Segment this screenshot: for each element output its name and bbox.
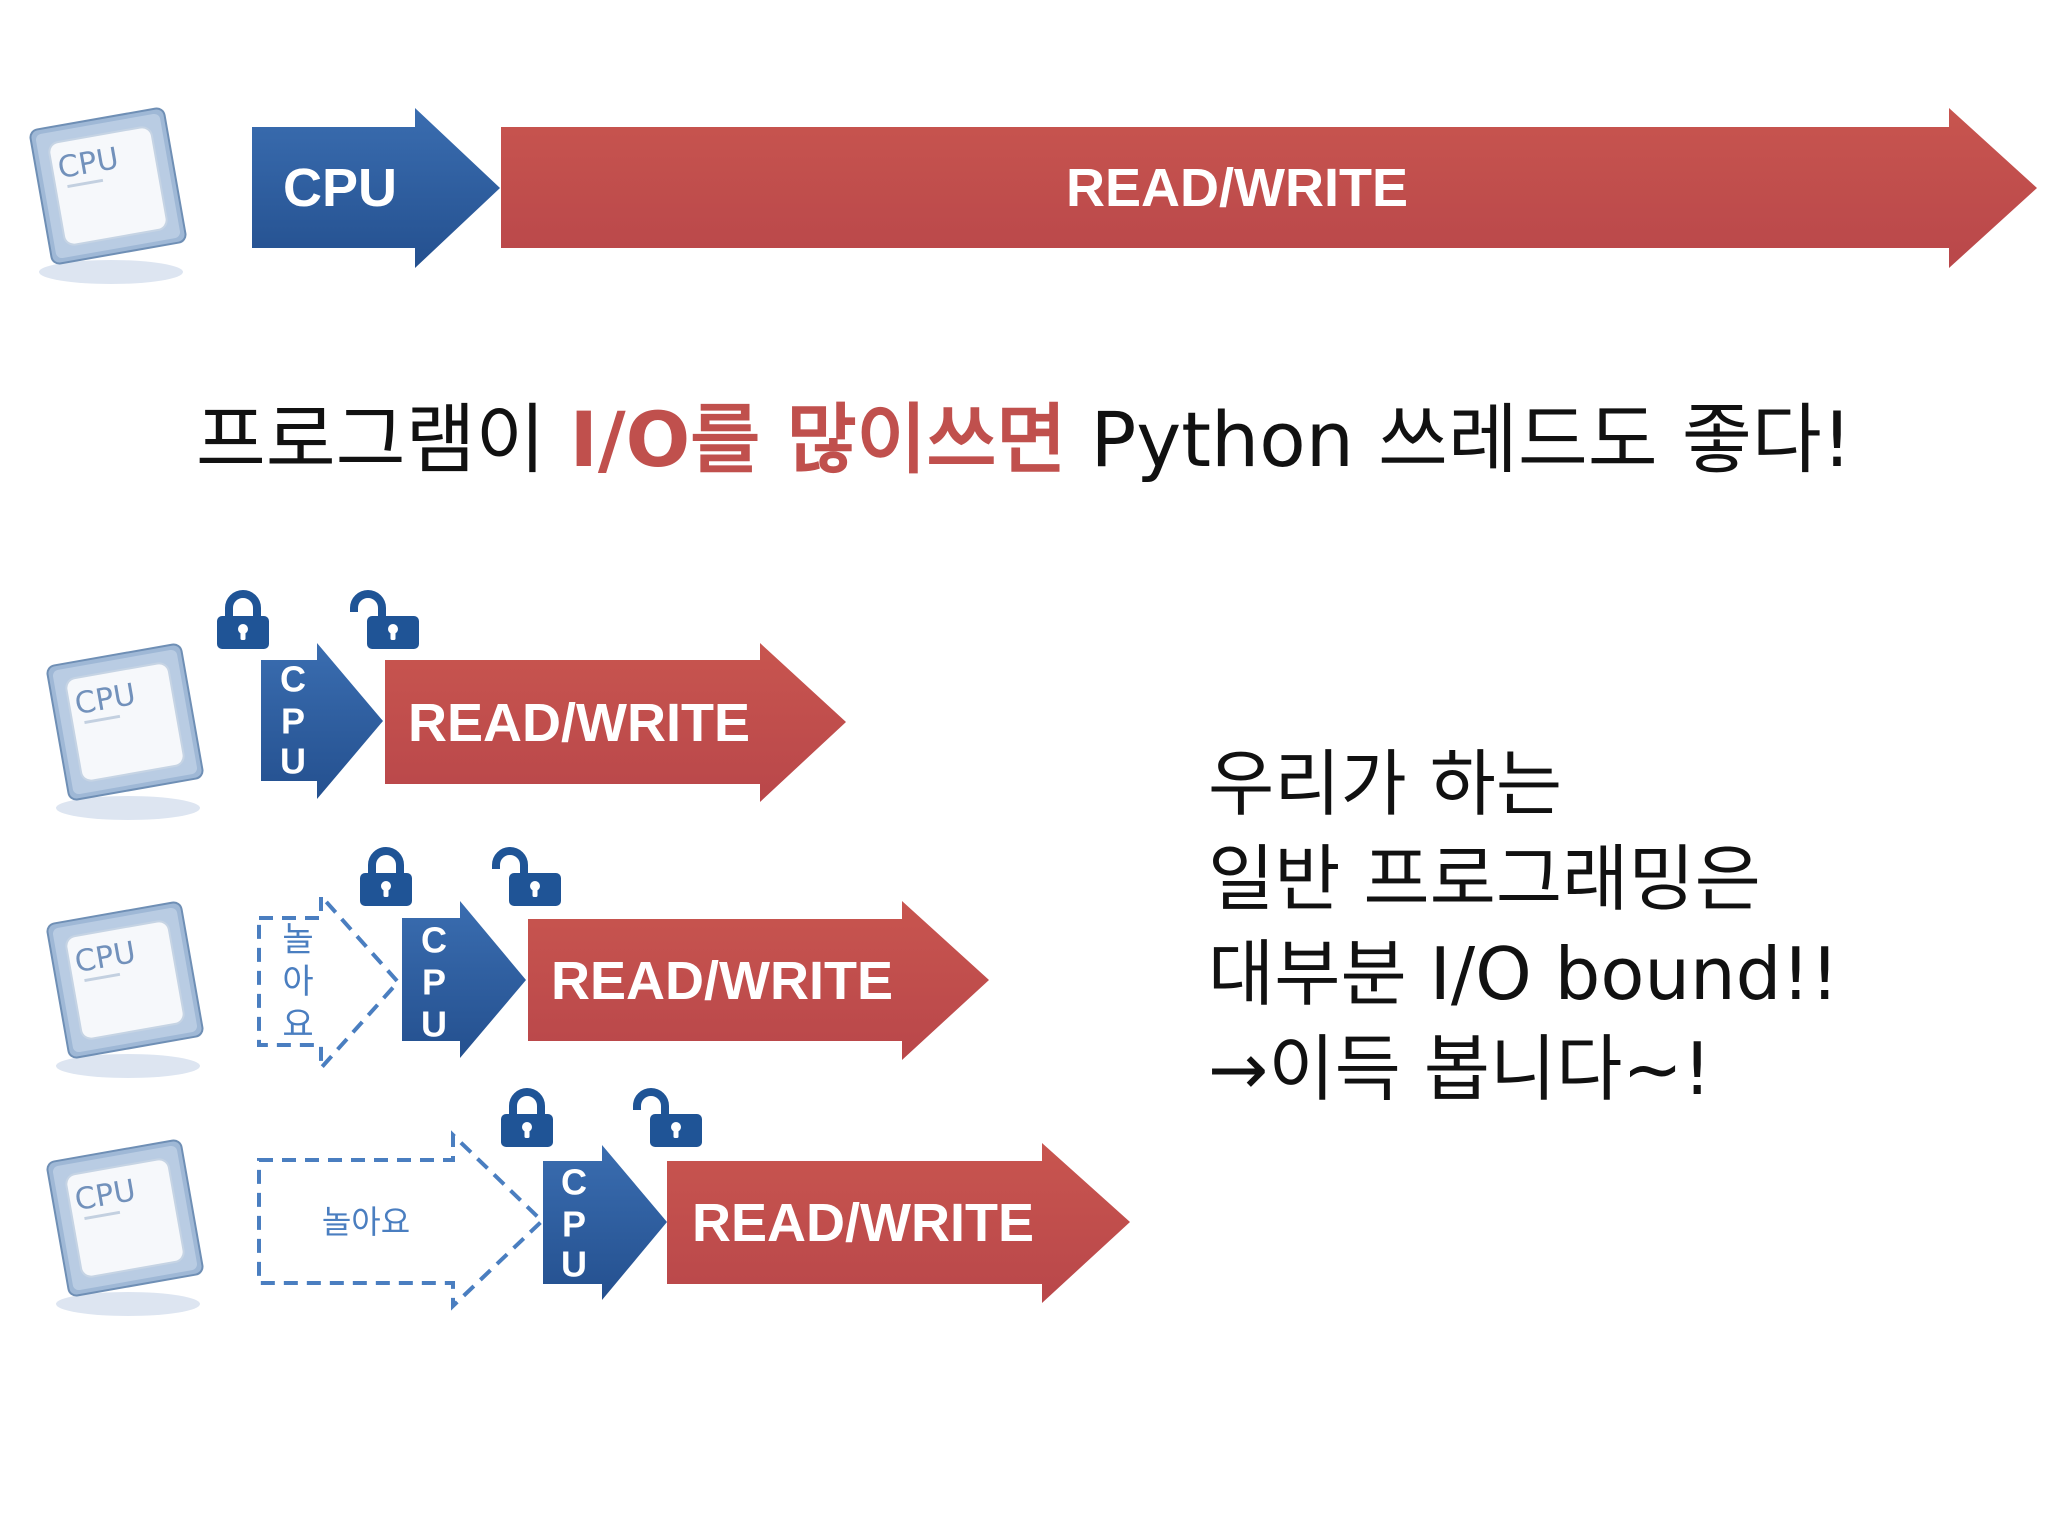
idle-letter: 놀 <box>282 920 313 960</box>
cpu-letter: P <box>422 962 446 1003</box>
cpu-arrow-label: CPU <box>283 158 397 218</box>
cpu-chip-icon: CPU <box>45 1138 205 1317</box>
cpu-letter: C <box>421 920 447 961</box>
headline-part-2: Python 쓰레드도 좋다! <box>1066 395 1853 484</box>
cpu-chip-icon: CPU <box>28 106 188 285</box>
idle-letter: 요 <box>282 1005 313 1045</box>
lock-icon <box>217 590 269 649</box>
note-line: 대부분 I/O bound!! <box>1208 932 1840 1016</box>
cpu-arrow <box>402 901 526 1058</box>
read-write-label: READ/WRITE <box>551 951 893 1011</box>
cpu-arrow <box>543 1145 667 1300</box>
read-write-label: READ/WRITE <box>408 693 750 753</box>
unlock-icon <box>633 1088 702 1147</box>
top-row: CPU CPU READ/WRITE <box>28 106 2037 285</box>
cpu-chip-icon: CPU <box>45 900 205 1079</box>
read-write-label: READ/WRITE <box>1066 158 1408 218</box>
thread-row-1: CPU C P U READ/WRITE <box>45 590 846 821</box>
unlock-icon <box>350 590 419 649</box>
thread-row-2: CPU 놀 아 요 C P U READ/WRITE <box>45 847 989 1079</box>
cpu-letter: P <box>562 1204 586 1245</box>
thread-row-3: CPU 놀아요 C P U READ/WRITE <box>45 1088 1130 1317</box>
read-write-arrow <box>501 108 2037 268</box>
cpu-letter: C <box>280 659 306 700</box>
lock-icon <box>360 847 412 906</box>
lock-icon <box>501 1088 553 1147</box>
cpu-letter: U <box>561 1244 587 1285</box>
headline-highlight: I/O를 많이쓰면 <box>569 395 1067 484</box>
cpu-arrow <box>252 108 500 268</box>
cpu-chip-icon: CPU <box>45 642 205 821</box>
note-line: 우리가 하는 <box>1208 742 1563 826</box>
cpu-letter: C <box>561 1162 587 1203</box>
note-line: 일반 프로그래밍은 <box>1208 837 1761 921</box>
cpu-arrow <box>261 643 383 799</box>
idle-label: 놀아요 <box>322 1203 410 1241</box>
unlock-icon <box>492 847 561 906</box>
cpu-letter: U <box>280 741 306 782</box>
idle-arrow <box>257 1130 545 1311</box>
summary-note: 우리가 하는 일반 프로그래밍은 대부분 I/O bound!! →이득 봅니다… <box>1208 737 2008 1117</box>
idle-letter: 아 <box>282 962 313 1002</box>
note-line: →이득 봅니다~! <box>1208 1027 1712 1111</box>
headline: 프로그램이 I/O를 많이쓰면 Python 쓰레드도 좋다! <box>0 395 2048 485</box>
cpu-letter: P <box>281 701 305 742</box>
read-write-arrow <box>528 901 989 1060</box>
read-write-arrow <box>667 1143 1130 1303</box>
read-write-label: READ/WRITE <box>692 1193 1034 1253</box>
read-write-arrow <box>385 643 846 802</box>
headline-part-1: 프로그램이 <box>195 395 570 484</box>
cpu-letter: U <box>421 1004 447 1045</box>
idle-arrow <box>257 890 401 1074</box>
